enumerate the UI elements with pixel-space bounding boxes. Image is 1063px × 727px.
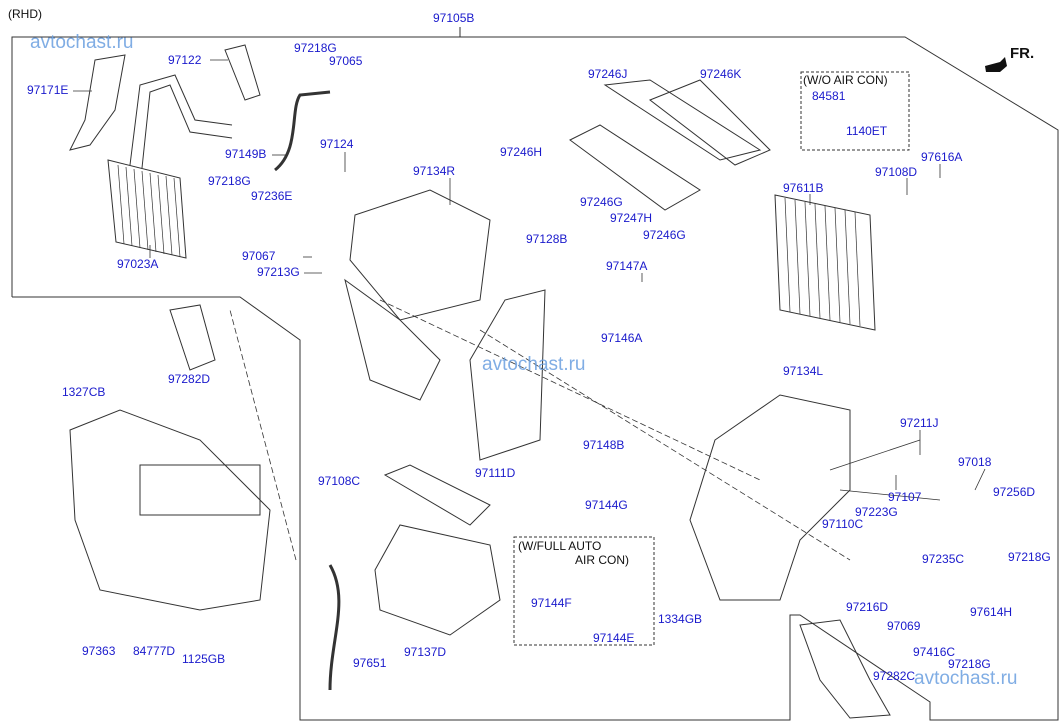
part-label[interactable]: 97218G: [208, 174, 251, 188]
watermark: avtochast.ru: [914, 668, 1018, 689]
part-label[interactable]: 97122: [168, 53, 202, 67]
hose-97149b: [274, 90, 331, 172]
part-label[interactable]: 97134L: [783, 364, 824, 378]
part-label[interactable]: 97108C: [318, 474, 361, 488]
front-arrow-icon: [985, 57, 1007, 72]
assembly-outline: [11, 36, 1059, 721]
part-label[interactable]: 97146A: [601, 331, 643, 345]
part-label[interactable]: 97144E: [593, 631, 635, 645]
part-label[interactable]: 97128B: [526, 232, 568, 246]
part-label[interactable]: 97171E: [27, 83, 69, 97]
door-97111d: [469, 289, 546, 461]
part-label[interactable]: 97363: [82, 644, 116, 658]
part-label[interactable]: 84581: [812, 89, 846, 103]
part-label[interactable]: 97218G: [1008, 550, 1051, 564]
part-label[interactable]: 97213G: [257, 265, 300, 279]
part-label[interactable]: 97651: [353, 656, 387, 670]
part-label[interactable]: 97218G: [294, 41, 337, 55]
part-label[interactable]: 97124: [320, 137, 354, 151]
evaporator: [774, 194, 876, 331]
part-label[interactable]: 97216D: [846, 600, 889, 614]
part-label[interactable]: 1140ET: [846, 124, 888, 138]
part-label[interactable]: 97148B: [583, 438, 625, 452]
part-label[interactable]: 97023A: [117, 257, 159, 271]
part-label[interactable]: 97235C: [922, 552, 965, 566]
part-label[interactable]: 97211J: [900, 416, 939, 430]
part-label[interactable]: 84777D: [133, 644, 176, 658]
part-label[interactable]: 97144F: [531, 596, 572, 610]
part-label[interactable]: 97134R: [413, 164, 456, 178]
part-label[interactable]: 97144G: [585, 498, 628, 512]
part-label[interactable]: 97236E: [251, 189, 293, 203]
duct-97282d: [169, 304, 216, 371]
tray-97137d: [374, 524, 501, 636]
part-label[interactable]: 1334GB: [658, 612, 703, 626]
part-label[interactable]: 97614H: [970, 605, 1013, 619]
wo-air-con-box: [800, 71, 910, 151]
watermark: avtochast.ru: [482, 354, 586, 375]
part-label[interactable]: 97149B: [225, 147, 267, 161]
part-label[interactable]: 97282C: [873, 669, 916, 683]
part-label[interactable]: 97147A: [606, 259, 648, 273]
part-label[interactable]: 97246K: [700, 67, 742, 81]
part-label[interactable]: 97247H: [610, 211, 653, 225]
part-label[interactable]: 97256D: [993, 485, 1036, 499]
case-97134r: [344, 189, 491, 401]
duct-97282c: [799, 619, 891, 719]
part-label[interactable]: 1125GB: [182, 652, 226, 666]
leader-lines: [73, 59, 986, 561]
part-label[interactable]: 97223G: [855, 505, 898, 519]
part-label[interactable]: 97067: [242, 249, 276, 263]
part-label[interactable]: 97282D: [168, 372, 211, 386]
part-label[interactable]: 97018: [958, 455, 992, 469]
cover-97108c: [383, 464, 491, 526]
part-label[interactable]: 97611B: [783, 181, 824, 195]
watermark: avtochast.ru: [30, 32, 134, 53]
part-label[interactable]: 97111D: [475, 466, 516, 480]
blower-unit: [69, 409, 271, 611]
part-label[interactable]: 97218G: [948, 657, 991, 671]
part-label[interactable]: 1327CB: [62, 385, 106, 399]
part-label[interactable]: 97065: [329, 54, 363, 68]
part-label[interactable]: 97416C: [913, 645, 956, 659]
part-label[interactable]: 97108D: [875, 165, 918, 179]
part-label[interactable]: 97107: [888, 490, 922, 504]
drain-hose-97651: [328, 564, 341, 691]
full-auto-note: (W/FULL AUTO: [518, 539, 602, 553]
part-label[interactable]: 97246G: [580, 195, 623, 209]
pipe-97122: [224, 44, 261, 101]
front-direction-label: FR.: [1010, 45, 1035, 62]
full-auto-note-2: AIR CON): [575, 553, 629, 567]
part-label[interactable]: 97110C: [822, 517, 864, 531]
heater-core: [107, 74, 233, 259]
variant-label: (RHD): [8, 7, 42, 21]
filter-seals: [569, 79, 771, 211]
part-label[interactable]: 97616A: [921, 150, 963, 164]
part-label[interactable]: 97246J: [588, 67, 628, 81]
full-auto-box: [513, 536, 655, 646]
part-label[interactable]: 97069: [887, 619, 921, 633]
part-label[interactable]: 97137D: [404, 645, 447, 659]
wo-air-con-note: (W/O AIR CON): [803, 73, 888, 87]
part-label[interactable]: 97105B: [433, 11, 475, 25]
part-label[interactable]: 97246G: [643, 228, 686, 242]
part-label[interactable]: 97246H: [500, 145, 543, 159]
case-97134l: [689, 394, 851, 601]
bracket-97171e: [69, 54, 126, 151]
